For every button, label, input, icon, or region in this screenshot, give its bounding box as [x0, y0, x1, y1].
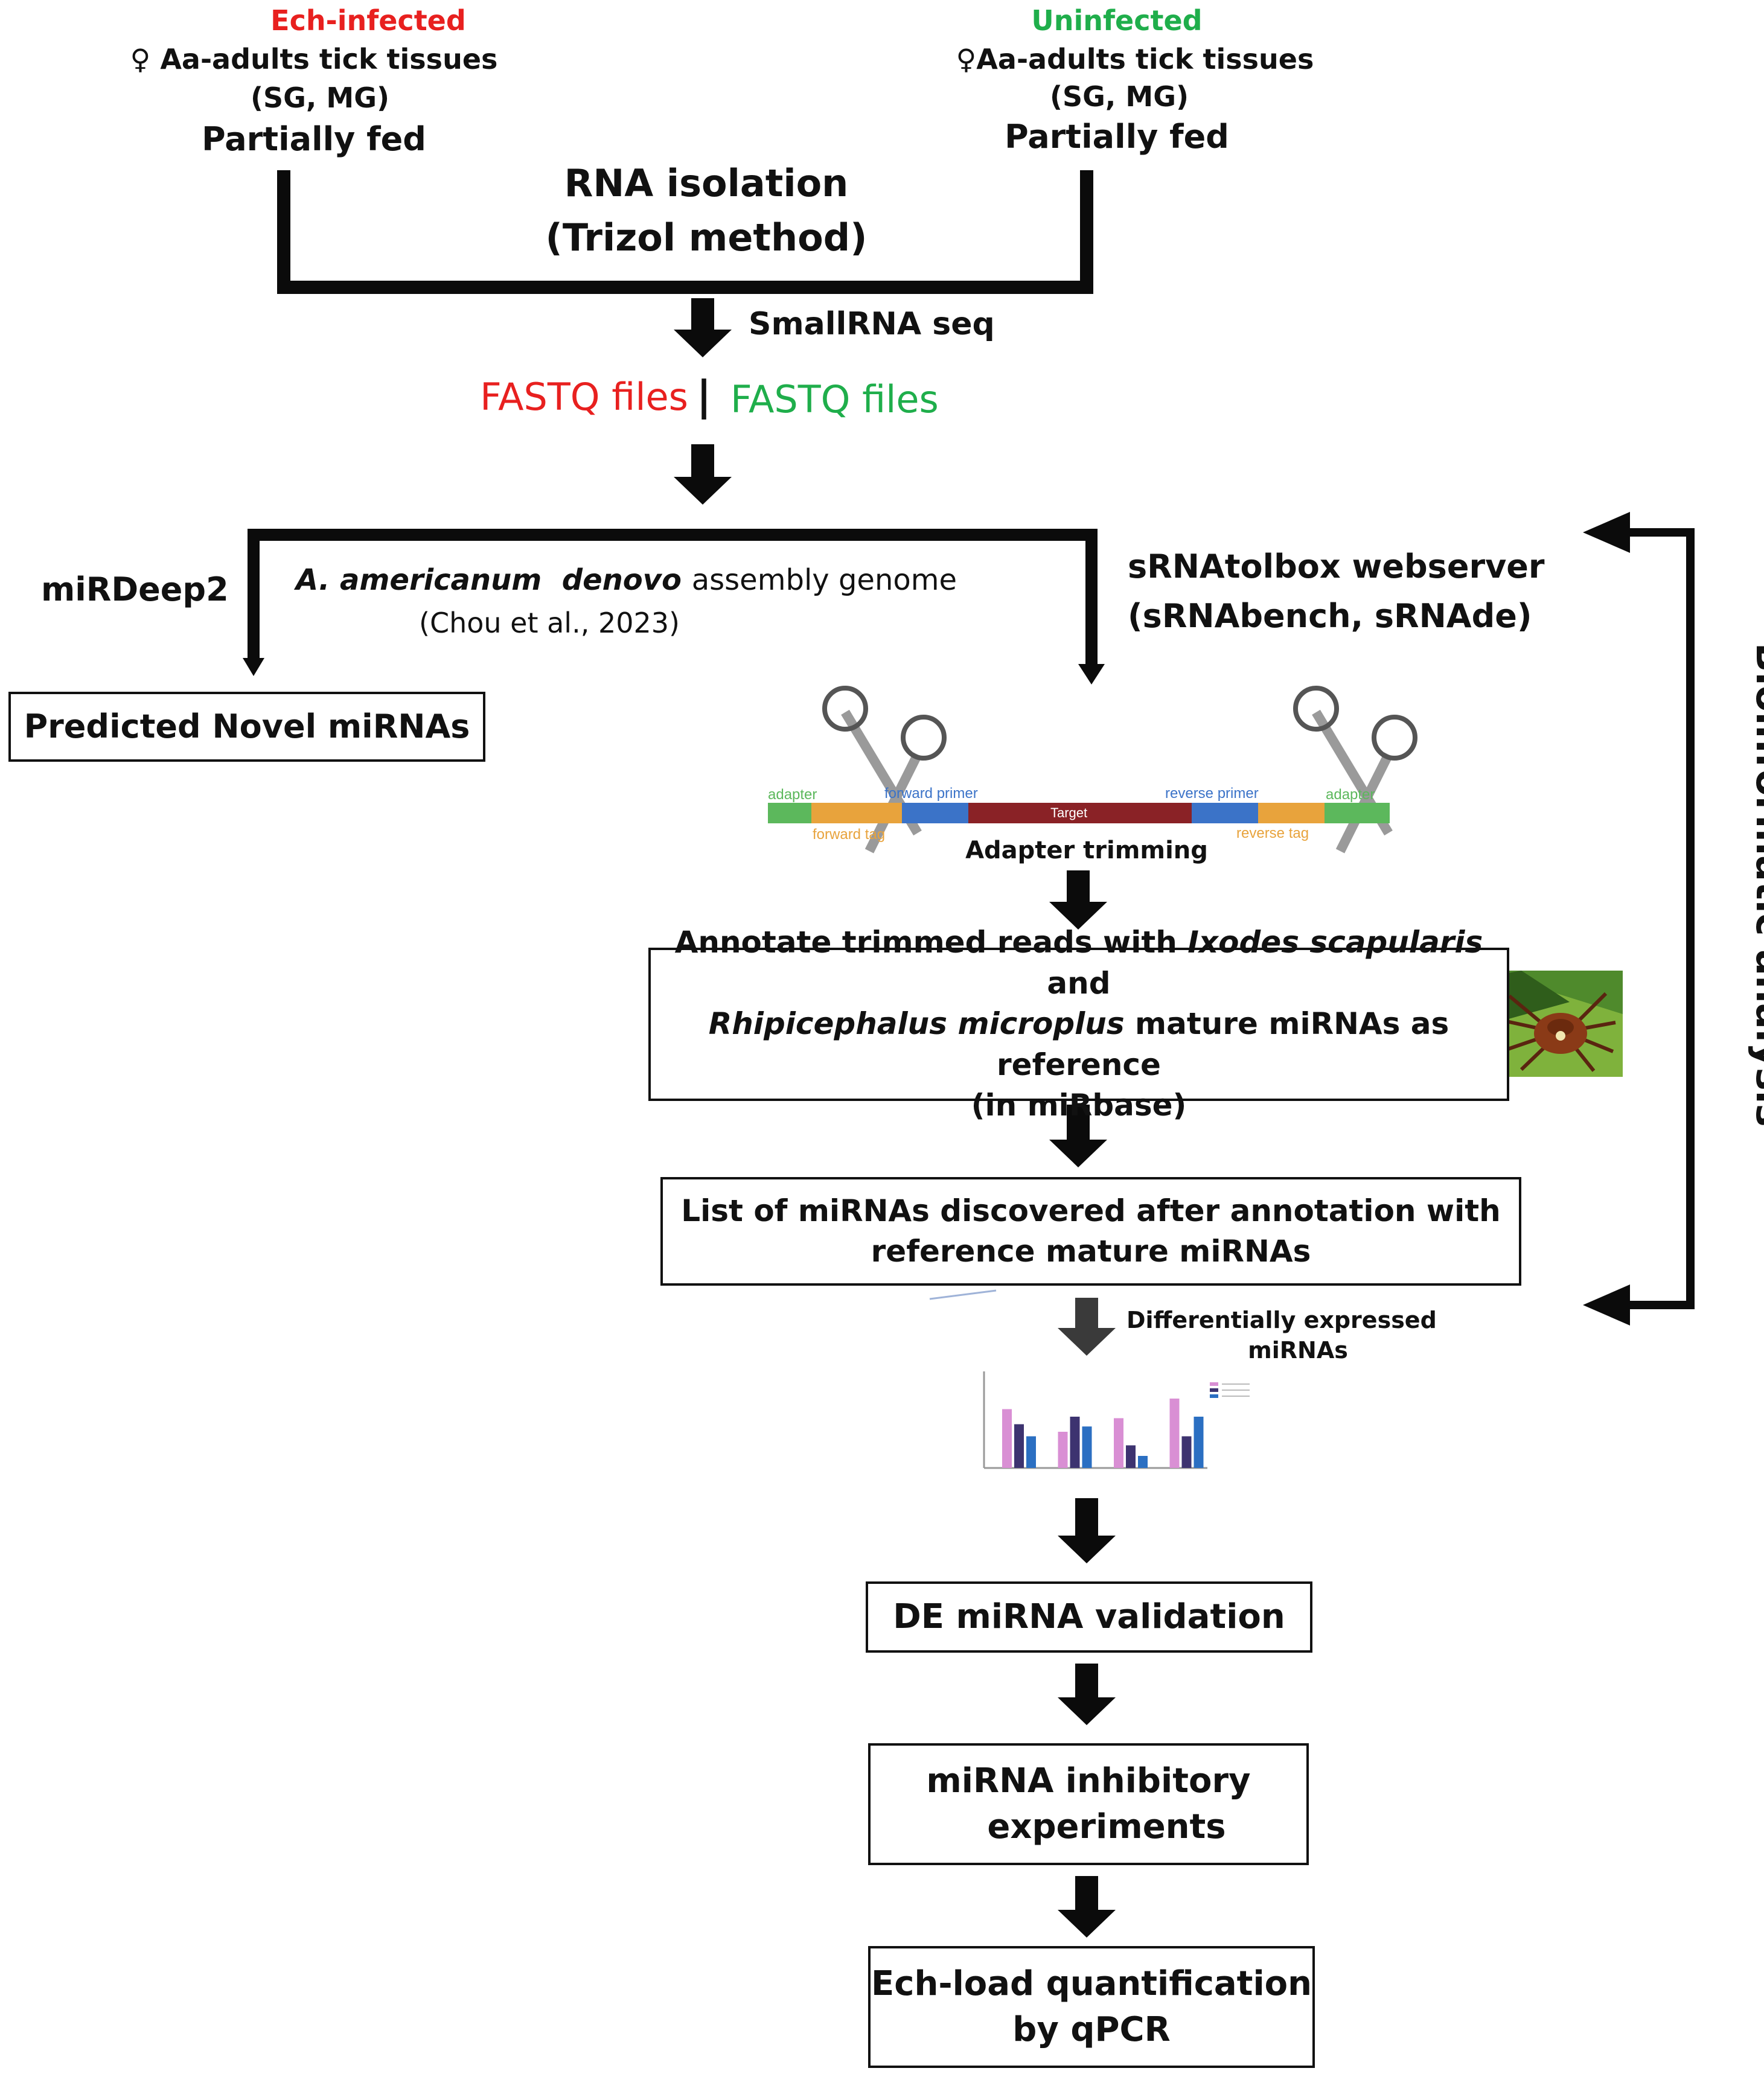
- chart-bar: [1026, 1436, 1036, 1468]
- infected-partially-fed: Partially fed: [202, 120, 426, 158]
- genome-label: A. americanum denovo assembly genome: [296, 563, 960, 597]
- chart-bar: [1002, 1409, 1012, 1468]
- rna-isolation: RNA isolation: [564, 161, 849, 205]
- adapter-segment: [1192, 803, 1258, 823]
- annotate-species-1: Ixodes scapularis: [1187, 925, 1483, 960]
- infected-sg-mg: (SG, MG): [251, 81, 389, 114]
- de-label-line1: Differentially expressed: [1126, 1307, 1437, 1333]
- adapter-segment: [902, 803, 968, 823]
- chart-bar: [1181, 1436, 1192, 1468]
- qpcr-line1: Ech-load quantification: [871, 1964, 1312, 2004]
- down-arrow-icon: [1049, 870, 1107, 930]
- list-line2: reference mature miRNAs: [871, 1234, 1311, 1269]
- inhibitory-line1: miRNA inhibitory: [926, 1761, 1251, 1801]
- rna-bracket: [277, 170, 1093, 294]
- annotate-line3: (in miRbase): [971, 1088, 1187, 1123]
- annotate-species-2: Rhipicephalus microplus: [708, 1006, 1125, 1042]
- fastq-infected: FASTQ files: [480, 375, 688, 419]
- inhibitory-line2: experiments: [987, 1807, 1226, 1846]
- adapter-segment: [811, 803, 902, 823]
- adapter-segment: [1258, 803, 1325, 823]
- uninfected-title: Uninfected: [1031, 4, 1203, 37]
- annotate-text-b: and: [1047, 965, 1111, 1001]
- annotate-box: Annotate trimmed reads with Ixodes scapu…: [648, 925, 1509, 1123]
- annotate-line2: Rhipicephalus microplus mature miRNAs as…: [651, 1004, 1507, 1085]
- down-arrow-icon: [1049, 1105, 1107, 1167]
- fastq-uninfected: FASTQ files: [730, 377, 939, 421]
- down-arrow-icon: [1058, 1876, 1116, 1938]
- analysis-bracket: [248, 529, 1098, 669]
- chart-bar: [1126, 1445, 1136, 1468]
- down-arrow-icon: [1058, 1664, 1116, 1725]
- down-arrow-icon: [674, 298, 732, 357]
- list-line1: List of miRNAs discovered after annotati…: [681, 1193, 1501, 1228]
- qpcr-box: Ech-load quantification by qPCR: [868, 1946, 1315, 2068]
- genome-species: A. americanum: [296, 563, 542, 597]
- chart-bar: [1169, 1399, 1180, 1468]
- predicted-novel-text: Predicted Novel miRNAs: [24, 707, 470, 745]
- down-arrow-icon: [1058, 1298, 1116, 1356]
- chart-bar: [1194, 1417, 1204, 1468]
- de-chart: [983, 1371, 1250, 1469]
- chart-legend-swatch: [1210, 1382, 1218, 1386]
- forward-primer-label: forward primer: [884, 785, 978, 802]
- genome-rest: assembly genome: [691, 563, 957, 597]
- forward-tag-label: forward tag: [813, 826, 885, 843]
- genome-denovo: denovo: [561, 563, 682, 597]
- target-label: Target: [1050, 805, 1087, 820]
- scissors-right-icon: [1293, 686, 1417, 854]
- qpcr-line2: by qPCR: [1012, 2010, 1171, 2049]
- reverse-tag-label: reverse tag: [1236, 825, 1309, 841]
- chart-bar: [1138, 1456, 1148, 1468]
- chart-bar: [1014, 1424, 1024, 1468]
- uninfected-tissues: ♀Aa-adults tick tissues: [956, 43, 1314, 75]
- genome-citation: (Chou et al., 2023): [419, 607, 680, 639]
- chart-legend-swatch: [1210, 1394, 1218, 1398]
- down-arrow-icon: [1058, 1498, 1116, 1563]
- list-box: List of miRNAs discovered after annotati…: [660, 1177, 1521, 1286]
- adapter-construct: [768, 803, 1390, 823]
- down-arrow-icon: [674, 444, 732, 505]
- chart-bar: [1070, 1417, 1080, 1468]
- infected-title: Ech-infected: [270, 4, 466, 37]
- bioinfo-bracket: [1630, 528, 1695, 1309]
- de-label-line2: miRNAs: [1248, 1337, 1348, 1364]
- uninfected-sg-mg: (SG, MG): [1050, 80, 1189, 113]
- chart-legend-swatch: [1210, 1388, 1218, 1392]
- right-branch-arrowhead: [1078, 664, 1105, 684]
- adapter-segment: [768, 803, 811, 823]
- uninfected-partially-fed: Partially fed: [1005, 118, 1229, 156]
- annotate-line1: Annotate trimmed reads with Ixodes scapu…: [651, 922, 1507, 1004]
- de-validation-box: DE miRNA validation: [866, 1581, 1312, 1653]
- adapter-segment: [968, 803, 1192, 823]
- de-validation-text: DE miRNA validation: [893, 1597, 1285, 1637]
- adapter-label-right: adapter: [1326, 787, 1375, 803]
- bioinformatic-analysis-label: Bioinformatic analysis: [1746, 642, 1764, 1127]
- annotate-text-c: mature miRNAs as reference: [997, 1006, 1449, 1082]
- srnatoolbox-tools: (sRNAbench, sRNAde): [1128, 597, 1532, 635]
- mirdeep2-label: miRDeep2: [41, 570, 229, 608]
- adapter-label-left: adapter: [768, 787, 817, 803]
- bioinfo-arrowhead-bottom: [1583, 1284, 1630, 1326]
- fastq-separator: |: [696, 372, 712, 420]
- smallrna-seq-label: SmallRNA seq: [749, 306, 995, 342]
- inhibitory-box: miRNA inhibitory experiments: [868, 1743, 1309, 1865]
- chart-bar: [1058, 1432, 1068, 1468]
- predicted-novel-box: Predicted Novel miRNAs: [8, 692, 485, 762]
- adapter-trimming-caption: Adapter trimming: [965, 837, 1208, 864]
- bioinfo-arrowhead-top: [1583, 512, 1630, 553]
- reverse-primer-label: reverse primer: [1165, 785, 1259, 802]
- block-arrows: [674, 298, 1116, 1938]
- infected-tissues: ♀ Aa-adults tick tissues: [130, 43, 498, 75]
- adapter-segment: [1325, 803, 1390, 823]
- srnatoolbox-label: sRNAtolbox webserver: [1128, 547, 1545, 586]
- annotate-text-a: Annotate trimmed reads with: [674, 925, 1188, 960]
- chart-bar: [1082, 1426, 1092, 1468]
- chart-bar: [1114, 1418, 1123, 1468]
- left-branch-arrowhead: [243, 658, 264, 676]
- trizol-method: (Trizol method): [545, 215, 868, 260]
